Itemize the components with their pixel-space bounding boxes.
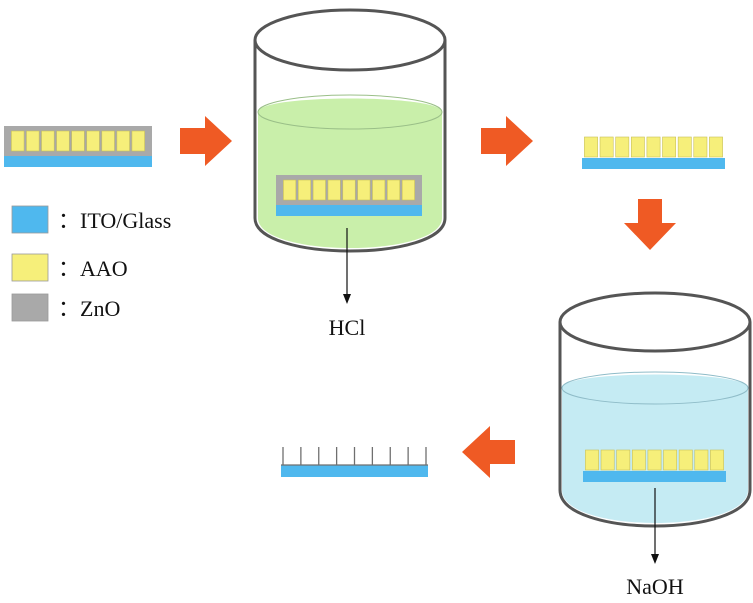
aao-pore-cell: [116, 130, 130, 152]
aao-pore-cell: [647, 449, 662, 471]
aao-pore-cell: [710, 449, 724, 471]
legend-swatch-zno: [11, 293, 49, 322]
hcl-beaker: HCl: [253, 8, 447, 340]
aao-pore-cell: [585, 449, 599, 471]
aao-pore-cell: [41, 130, 55, 152]
naoh-immersed-sample: [583, 449, 726, 482]
ito-glass-substrate: [276, 205, 422, 216]
naoh-solution-surface: [561, 371, 749, 405]
aao-pore-cell: [600, 449, 615, 471]
arrow-left: [462, 426, 515, 478]
arrow-right-1: [180, 116, 232, 166]
aao-pore-cell: [86, 130, 100, 152]
aao-pore-cell: [357, 179, 371, 201]
aao-pore-cell: [584, 136, 598, 158]
aao-pore-cell: [646, 136, 661, 158]
naoh-label: NaOH: [626, 574, 684, 599]
aao-pore-cell: [630, 136, 645, 158]
hcl-label: HCl: [329, 315, 366, 340]
aao-pore-cell: [71, 130, 85, 152]
aao-pore-cell: [693, 136, 708, 158]
aao-pore-cell: [615, 136, 630, 158]
legend: ：ITO/Glass ：AAO ：ZnO: [11, 205, 171, 322]
aao-pore-cell: [283, 179, 297, 201]
hcl-solution-surface: [257, 94, 443, 130]
flow-arrows: [180, 116, 676, 478]
legend-label-zno: ：ZnO: [58, 296, 120, 321]
aao-pore-cell: [387, 179, 401, 201]
aao-pore-cell: [342, 179, 356, 201]
aao-pore-cell: [372, 179, 386, 201]
aao-pore-cell: [694, 449, 709, 471]
aao-pore-cell: [663, 449, 678, 471]
legend-swatch-aao: [11, 253, 49, 282]
aao-pore-cell: [26, 130, 40, 152]
aao-pore-cell: [327, 179, 341, 201]
aao-pore-cell: [56, 130, 70, 152]
final-ito-glass-substrate: [281, 465, 428, 477]
initial-sample: [4, 126, 152, 167]
arrow-right-2: [481, 116, 533, 166]
aao-pore-cell: [11, 130, 25, 152]
aao-pore-cell: [616, 449, 631, 471]
hcl-beaker-wall: [253, 40, 447, 253]
hcl-drain-arrowhead: [343, 294, 351, 304]
final-nanostructure: [281, 447, 428, 477]
aao-pore-cell: [131, 130, 145, 152]
aao-pore-cell: [662, 136, 677, 158]
aao-pore-cell: [709, 136, 723, 158]
aao-pore-cell: [599, 136, 614, 158]
aao-pore-cell: [312, 179, 326, 201]
naoh-solution: [562, 374, 748, 523]
ito-glass-substrate: [583, 471, 726, 482]
aao-pore-cell: [631, 449, 646, 471]
legend-label-aao: ：AAO: [58, 256, 128, 281]
aao-pore-cell: [678, 449, 693, 471]
naoh-beaker-rim: [558, 291, 752, 353]
aao-pore-cell: [297, 179, 311, 201]
naoh-drain-arrowhead: [651, 554, 659, 564]
hcl-immersed-sample: [276, 175, 422, 216]
hcl-beaker-rim: [253, 8, 447, 72]
ito-glass-substrate: [582, 158, 725, 169]
ito-glass-substrate: [4, 156, 152, 167]
aao-pore-cell: [677, 136, 692, 158]
aao-pore-cell: [101, 130, 115, 152]
legend-swatch-ito-glass: [11, 205, 49, 234]
legend-label-ito-glass: ：ITO/Glass: [58, 208, 171, 233]
aao-pore-cell: [401, 179, 415, 201]
arrow-down: [624, 199, 676, 250]
zno-removed-sample: [582, 136, 725, 169]
naoh-beaker: NaOH: [558, 291, 752, 599]
hcl-solution: [258, 98, 442, 248]
